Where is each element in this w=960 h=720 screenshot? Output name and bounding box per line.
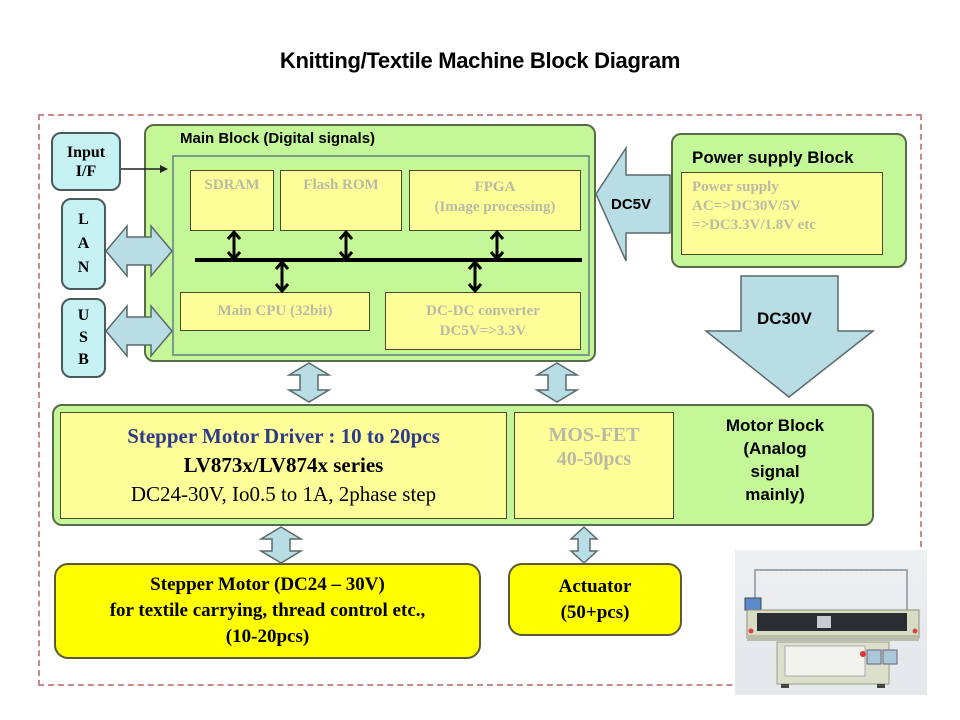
mosfet-sublabel: 40-50pcs [556,448,632,470]
motor-block-title-line: signal [750,462,800,481]
fpga-label: FPGA [474,179,516,195]
power-supply-line: AC=>DC30V/5V [692,198,801,214]
dc30v-power-arrow [703,275,876,398]
arrowhead-icon [160,165,168,173]
diagram-title: Knitting/Textile Machine Block Diagram [279,48,681,73]
knitting-machine-photo [735,550,927,695]
bus-arrow-sdram [226,229,242,262]
lan-letter: L [78,211,89,228]
lan-letter: A [77,235,90,252]
bus-arrow-fpga [489,229,505,262]
main-cpu-block: Main CPU (32bit) [180,292,370,331]
lan-bidirectional-arrow [105,223,173,279]
lan-letter: N [77,259,90,276]
stepper-motor-count: (10-20pcs) [225,626,310,647]
stepper-driver-block: Stepper Motor Driver : 10 to 20pcs LV873… [60,412,507,519]
dcdc-mosfet-bidirectional-arrow [534,362,580,403]
power-supply-title: Power supply Block [692,148,854,167]
power-supply-inner: Power supply AC=>DC30V/5V =>DC3.3V/1.8V … [681,172,883,255]
usb-block: U S B [61,298,106,378]
main-cpu-label: Main CPU (32bit) [217,303,333,319]
actuator-count: (50+pcs) [560,601,630,623]
motor-block-title-line: (Analog [743,439,807,458]
stepper-motor-title: Stepper Motor (DC24 – 30V) [150,574,385,595]
stepper-motor-purpose: for textile carrying, thread control etc… [109,600,426,621]
mosfet-block: MOS-FET 40-50pcs [514,412,674,519]
input-if-label: Input [66,143,106,161]
main-block-title: Main Block (Digital signals) [180,130,376,147]
usb-letter: S [79,329,88,346]
driver-stepper-bidirectional-arrow [258,526,304,564]
dcdc-sublabel: DC5V=>3.3V [439,323,527,339]
knitting-machine-illustration [735,569,927,695]
mosfet-actuator-bidirectional-arrow [569,525,599,565]
actuator-block: Actuator (50+pcs) [508,563,682,636]
dcdc-label: DC-DC converter [426,303,540,319]
usb-bidirectional-arrow [105,303,173,359]
dc30v-label: DC30V [757,309,812,328]
flash-rom-label: Flash ROM [303,177,379,193]
fpga-sublabel: (Image processing) [434,199,556,215]
motor-block-title: Motor Block (Analog signal mainly) [700,414,850,506]
usb-letter: B [78,351,89,368]
bus-arrow-cpu [274,259,290,294]
dcdc-converter-block: DC-DC converter DC5V=>3.3V [385,292,581,350]
actuator-title: Actuator [558,575,632,597]
sdram-label: SDRAM [204,177,260,193]
stepper-motor-block: Stepper Motor (DC24 – 30V) for textile c… [54,563,481,659]
dc5v-power-arrow [595,145,671,262]
flash-rom-block: Flash ROM [280,170,402,231]
stepper-driver-title: Stepper Motor Driver : 10 to 20pcs [127,424,440,448]
main-block-inner-panel [172,155,590,356]
stepper-driver-series: LV873x/LV874x series [183,453,384,477]
motor-block-title-line: mainly) [745,485,805,504]
dc5v-label: DC5V [611,196,652,213]
stepper-driver-specs: DC24-30V, Io0.5 to 1A, 2phase step [130,482,437,506]
usb-letter: U [77,307,90,324]
power-supply-line: =>DC3.3V/1.8V etc [692,217,816,233]
motor-block-title-line: Motor Block [725,416,825,435]
bus-arrow-dcdc [467,259,483,294]
input-if-sublabel: I/F [75,162,97,180]
power-supply-line: Power supply [692,179,779,195]
lan-block: L A N [61,198,106,290]
system-boundary-frame [38,114,922,686]
bus-connectors [226,229,505,294]
bus-arrow-flash [338,229,354,262]
fpga-block: FPGA (Image processing) [409,170,581,231]
input-if-block: Input I/F [51,132,121,191]
mosfet-label: MOS-FET [548,424,640,446]
sdram-block: SDRAM [190,170,274,231]
main-motor-bidirectional-arrow [286,362,332,403]
